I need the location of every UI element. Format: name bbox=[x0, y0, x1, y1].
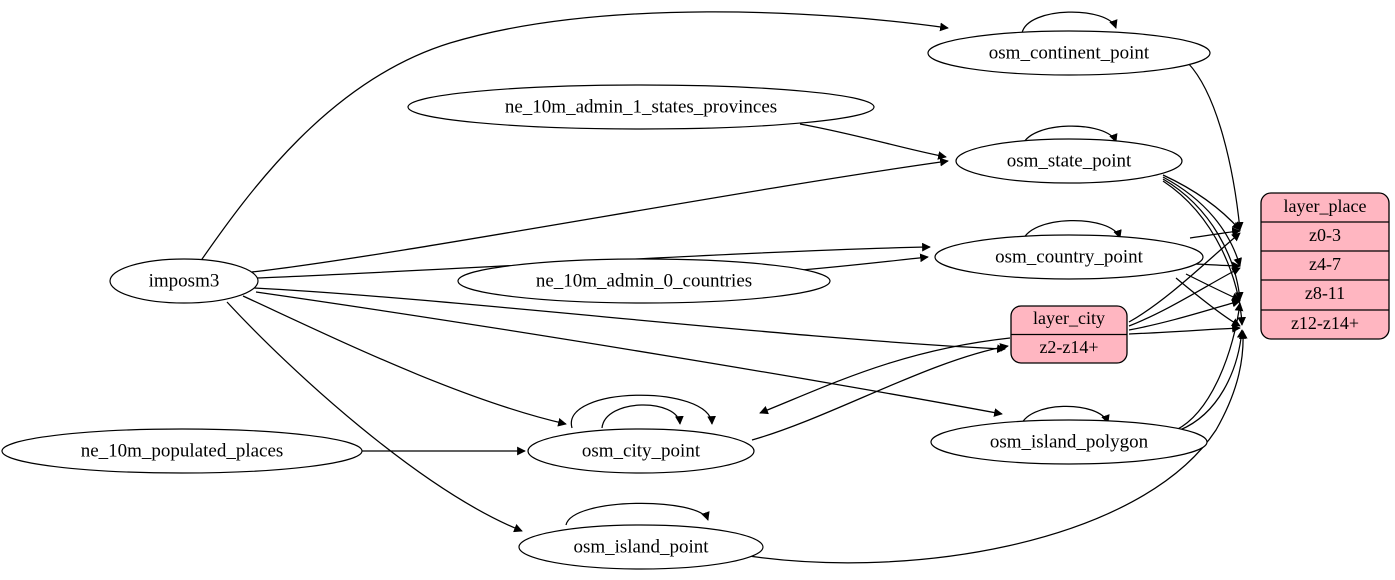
edge-state-point-z0-3 bbox=[1162, 174, 1241, 231]
selfloop-country-point bbox=[1021, 220, 1122, 244]
selfloop-island-polygon bbox=[1019, 405, 1110, 429]
node-ne-10m-admin-1-states-provinces-label: ne_10m_admin_1_states_provinces bbox=[505, 96, 777, 117]
node-osm-island-point[interactable]: osm_island_point bbox=[518, 524, 764, 570]
edge-country-point-z4-7 bbox=[1195, 261, 1241, 271]
edge-city-point-layer-city bbox=[751, 343, 1009, 441]
layer-place-row-z0-3: z0-3 bbox=[1309, 225, 1341, 245]
edge-layer-city-city-point bbox=[759, 337, 1011, 415]
node-ne-10m-admin-1-states-provinces[interactable]: ne_10m_admin_1_states_provinces bbox=[407, 84, 875, 130]
edge-layer-city-z12 bbox=[1128, 323, 1241, 335]
edge-country-point-z8-11 bbox=[1185, 273, 1241, 301]
edge-state-point-z4-7 bbox=[1162, 176, 1242, 267]
edge-continent-point-z0-3 bbox=[1187, 62, 1244, 231]
edge-ne-states-state-point bbox=[799, 123, 947, 160]
selfloop-city-point-outer bbox=[570, 394, 716, 429]
edge-imposm3-island-polygon bbox=[255, 291, 1003, 417]
edge-layer-city-z8-11 bbox=[1128, 298, 1241, 331]
edge-layer-city-z0-3 bbox=[1128, 232, 1241, 323]
edge-group bbox=[199, 11, 1248, 564]
layer-place-row-z4-7: z4-7 bbox=[1309, 254, 1341, 274]
layer-place-row-z8-11: z8-11 bbox=[1305, 283, 1345, 303]
node-osm-island-point-label: osm_island_point bbox=[573, 536, 709, 557]
selfloop-state-point bbox=[1021, 125, 1118, 148]
selfloop-city-point-inner bbox=[601, 404, 684, 429]
node-osm-city-point-label: osm_city_point bbox=[582, 440, 701, 461]
node-imposm3[interactable]: imposm3 bbox=[109, 258, 259, 304]
node-layer-city[interactable]: layer_city z2-z14+ bbox=[1010, 305, 1128, 364]
edge-ne-countries-country-point bbox=[789, 253, 929, 272]
layer-place-row-z12-z14: z12-z14+ bbox=[1291, 313, 1359, 333]
node-osm-city-point[interactable]: osm_city_point bbox=[527, 428, 755, 474]
node-osm-state-point-label: osm_state_point bbox=[1007, 150, 1132, 171]
edge-state-point-z8-11 bbox=[1162, 178, 1244, 301]
edge-island-polygon-z8-11 bbox=[1175, 302, 1244, 431]
edge-island-polygon-z12 bbox=[1179, 329, 1246, 431]
node-osm-country-point[interactable]: osm_country_point bbox=[934, 234, 1204, 280]
layer-place-header: layer_place bbox=[1284, 196, 1367, 216]
node-group: osm_continent_point ne_10m_admin_1_state… bbox=[1, 30, 1211, 570]
edge-country-point-z0-3 bbox=[1189, 227, 1241, 239]
node-ne-10m-populated-places-label: ne_10m_populated_places bbox=[81, 440, 284, 461]
edge-imposm3-continent-point bbox=[199, 11, 949, 263]
node-osm-island-polygon-label: osm_island_polygon bbox=[990, 431, 1149, 452]
edge-island-point-z12 bbox=[729, 330, 1248, 564]
node-osm-island-polygon[interactable]: osm_island_polygon bbox=[930, 419, 1208, 465]
edge-imposm3-island-point bbox=[226, 301, 523, 533]
node-ne-10m-admin-0-countries-label: ne_10m_admin_0_countries bbox=[536, 270, 752, 291]
selfloop-continent-point bbox=[1021, 11, 1118, 34]
node-ne-10m-admin-0-countries[interactable]: ne_10m_admin_0_countries bbox=[457, 258, 831, 304]
node-osm-continent-point-label: osm_continent_point bbox=[989, 42, 1150, 63]
node-imposm3-label: imposm3 bbox=[149, 270, 220, 291]
layer-city-row-z2-z14: z2-z14+ bbox=[1039, 337, 1098, 357]
node-osm-state-point[interactable]: osm_state_point bbox=[955, 138, 1183, 184]
node-layer-place[interactable]: layer_place z0-3 z4-7 z8-11 z12-z14+ bbox=[1260, 192, 1390, 340]
edge-imposm3-state-point bbox=[251, 157, 949, 273]
node-osm-continent-point[interactable]: osm_continent_point bbox=[927, 30, 1211, 76]
edge-layer-city-z4-7 bbox=[1128, 267, 1241, 327]
node-ne-10m-populated-places[interactable]: ne_10m_populated_places bbox=[1, 428, 363, 474]
selfloop-island-point bbox=[565, 502, 710, 526]
edge-imposm3-layer-city bbox=[253, 287, 1006, 354]
node-osm-country-point-label: osm_country_point bbox=[995, 246, 1143, 267]
edge-imposm3-city-point bbox=[242, 295, 567, 427]
layer-city-header: layer_city bbox=[1033, 308, 1105, 328]
